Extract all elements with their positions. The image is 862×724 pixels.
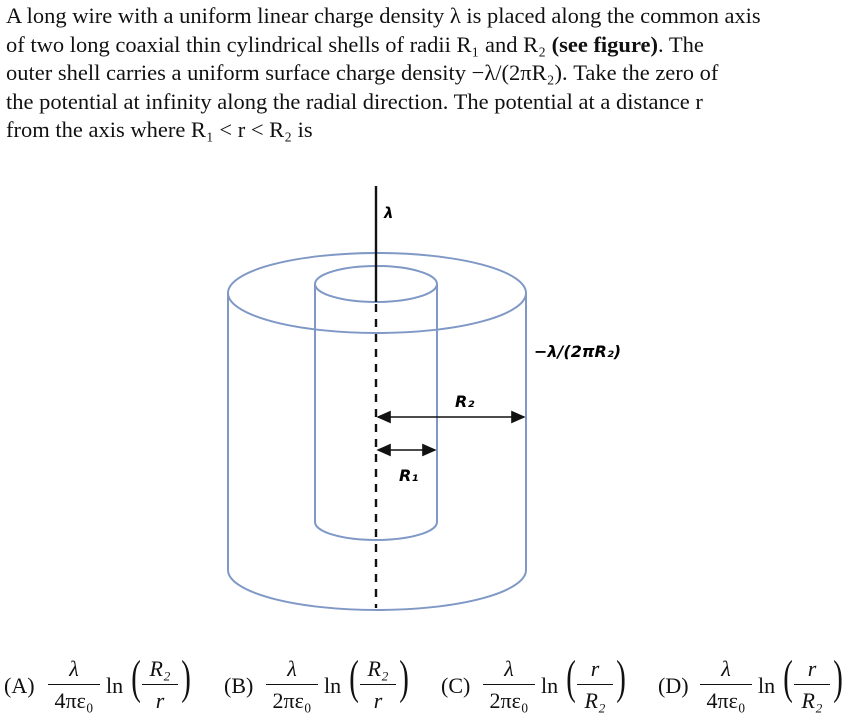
outer-shell-bottom [227, 569, 527, 611]
argument-fraction: r R₂ [794, 656, 830, 714]
coef-denominator: 4πε₀ [54, 688, 94, 713]
coef-numerator: λ [287, 656, 297, 681]
option-letter: (D) [658, 673, 689, 698]
option-letter: (A) [4, 673, 35, 698]
left-paren: ( [349, 651, 359, 704]
right-paren: ) [181, 651, 191, 704]
option-d[interactable]: (D) λ 4πε₀ ln ( r R₂ ) [658, 648, 858, 718]
left-paren: ( [566, 651, 576, 704]
option-b[interactable]: (B) λ 2πε₀ ln ( R₂ r ) [224, 648, 429, 718]
inner-shell-bottom [314, 521, 438, 541]
ln-text: ln [324, 673, 342, 698]
argument-fraction: R₂ r [142, 656, 178, 714]
option-letter: (B) [224, 673, 254, 698]
coef-denominator: 2πε₀ [272, 688, 312, 713]
right-paren: ) [399, 651, 409, 704]
arg-denominator: r [155, 688, 165, 713]
answer-options: (A) λ 4πε₀ ln ( R₂ r ) (B) λ 2πε₀ ln ( R… [0, 648, 862, 718]
coefficient-fraction: λ 2πε₀ [483, 656, 535, 714]
problem-line-4: the potential at infinity along the radi… [6, 88, 703, 114]
arg-denominator: R₂ [801, 688, 823, 713]
left-paren: ( [131, 651, 141, 704]
problem-line-3: outer shell carries a uniform surface ch… [6, 60, 719, 86]
coefficient-fraction: λ 4πε₀ [700, 656, 752, 714]
r1-label: R₁ [399, 466, 418, 485]
argument-fraction: r R₂ [577, 656, 613, 714]
arg-denominator: r [373, 688, 383, 713]
option-a[interactable]: (A) λ 4πε₀ ln ( R₂ r ) [4, 648, 209, 718]
problem-line-5: from the axis where R₁ < r < R₂ is [6, 117, 313, 143]
option-letter: (C) [441, 673, 471, 698]
coaxial-cylinders-figure: λ −λ/(2πR₂) R₂ R₁ [227, 186, 621, 611]
problem-line-1: A long wire with a uniform linear charge… [6, 3, 761, 28]
coefficient-fraction: λ 4πε₀ [48, 656, 100, 714]
ln-text: ln [106, 673, 124, 698]
arg-denominator: R₂ [584, 688, 606, 713]
left-paren: ( [783, 651, 793, 704]
wire-lambda-label: λ [383, 204, 394, 222]
arg-numerator: r [590, 656, 600, 681]
arg-numerator: R₂ [149, 656, 171, 681]
coef-numerator: λ [69, 656, 79, 681]
r2-label: R₂ [455, 392, 474, 411]
outer-charge-label: −λ/(2πR₂) [534, 342, 621, 361]
problem-line-2-end: . The [658, 31, 704, 57]
coef-numerator: λ [721, 656, 731, 681]
problem-line-2-text: of two long coaxial thin cylindrical she… [6, 31, 546, 57]
right-paren: ) [616, 651, 626, 704]
coefficient-fraction: λ 2πε₀ [266, 656, 318, 714]
ln-text: ln [541, 673, 559, 698]
option-c[interactable]: (C) λ 2πε₀ ln ( r R₂ ) [441, 648, 646, 718]
problem-statement: A long wire with a uniform linear charge… [6, 2, 854, 145]
see-figure-text: (see figure) [551, 31, 659, 57]
arg-numerator: R₂ [367, 656, 389, 681]
argument-fraction: R₂ r [360, 656, 396, 714]
problem-line-2: of two long coaxial thin cylindrical she… [6, 31, 854, 60]
coef-numerator: λ [504, 656, 514, 681]
coef-denominator: 2πε₀ [489, 688, 529, 713]
arg-numerator: r [807, 656, 817, 681]
right-paren: ) [833, 651, 843, 704]
ln-text: ln [758, 673, 776, 698]
coef-denominator: 4πε₀ [706, 688, 746, 713]
